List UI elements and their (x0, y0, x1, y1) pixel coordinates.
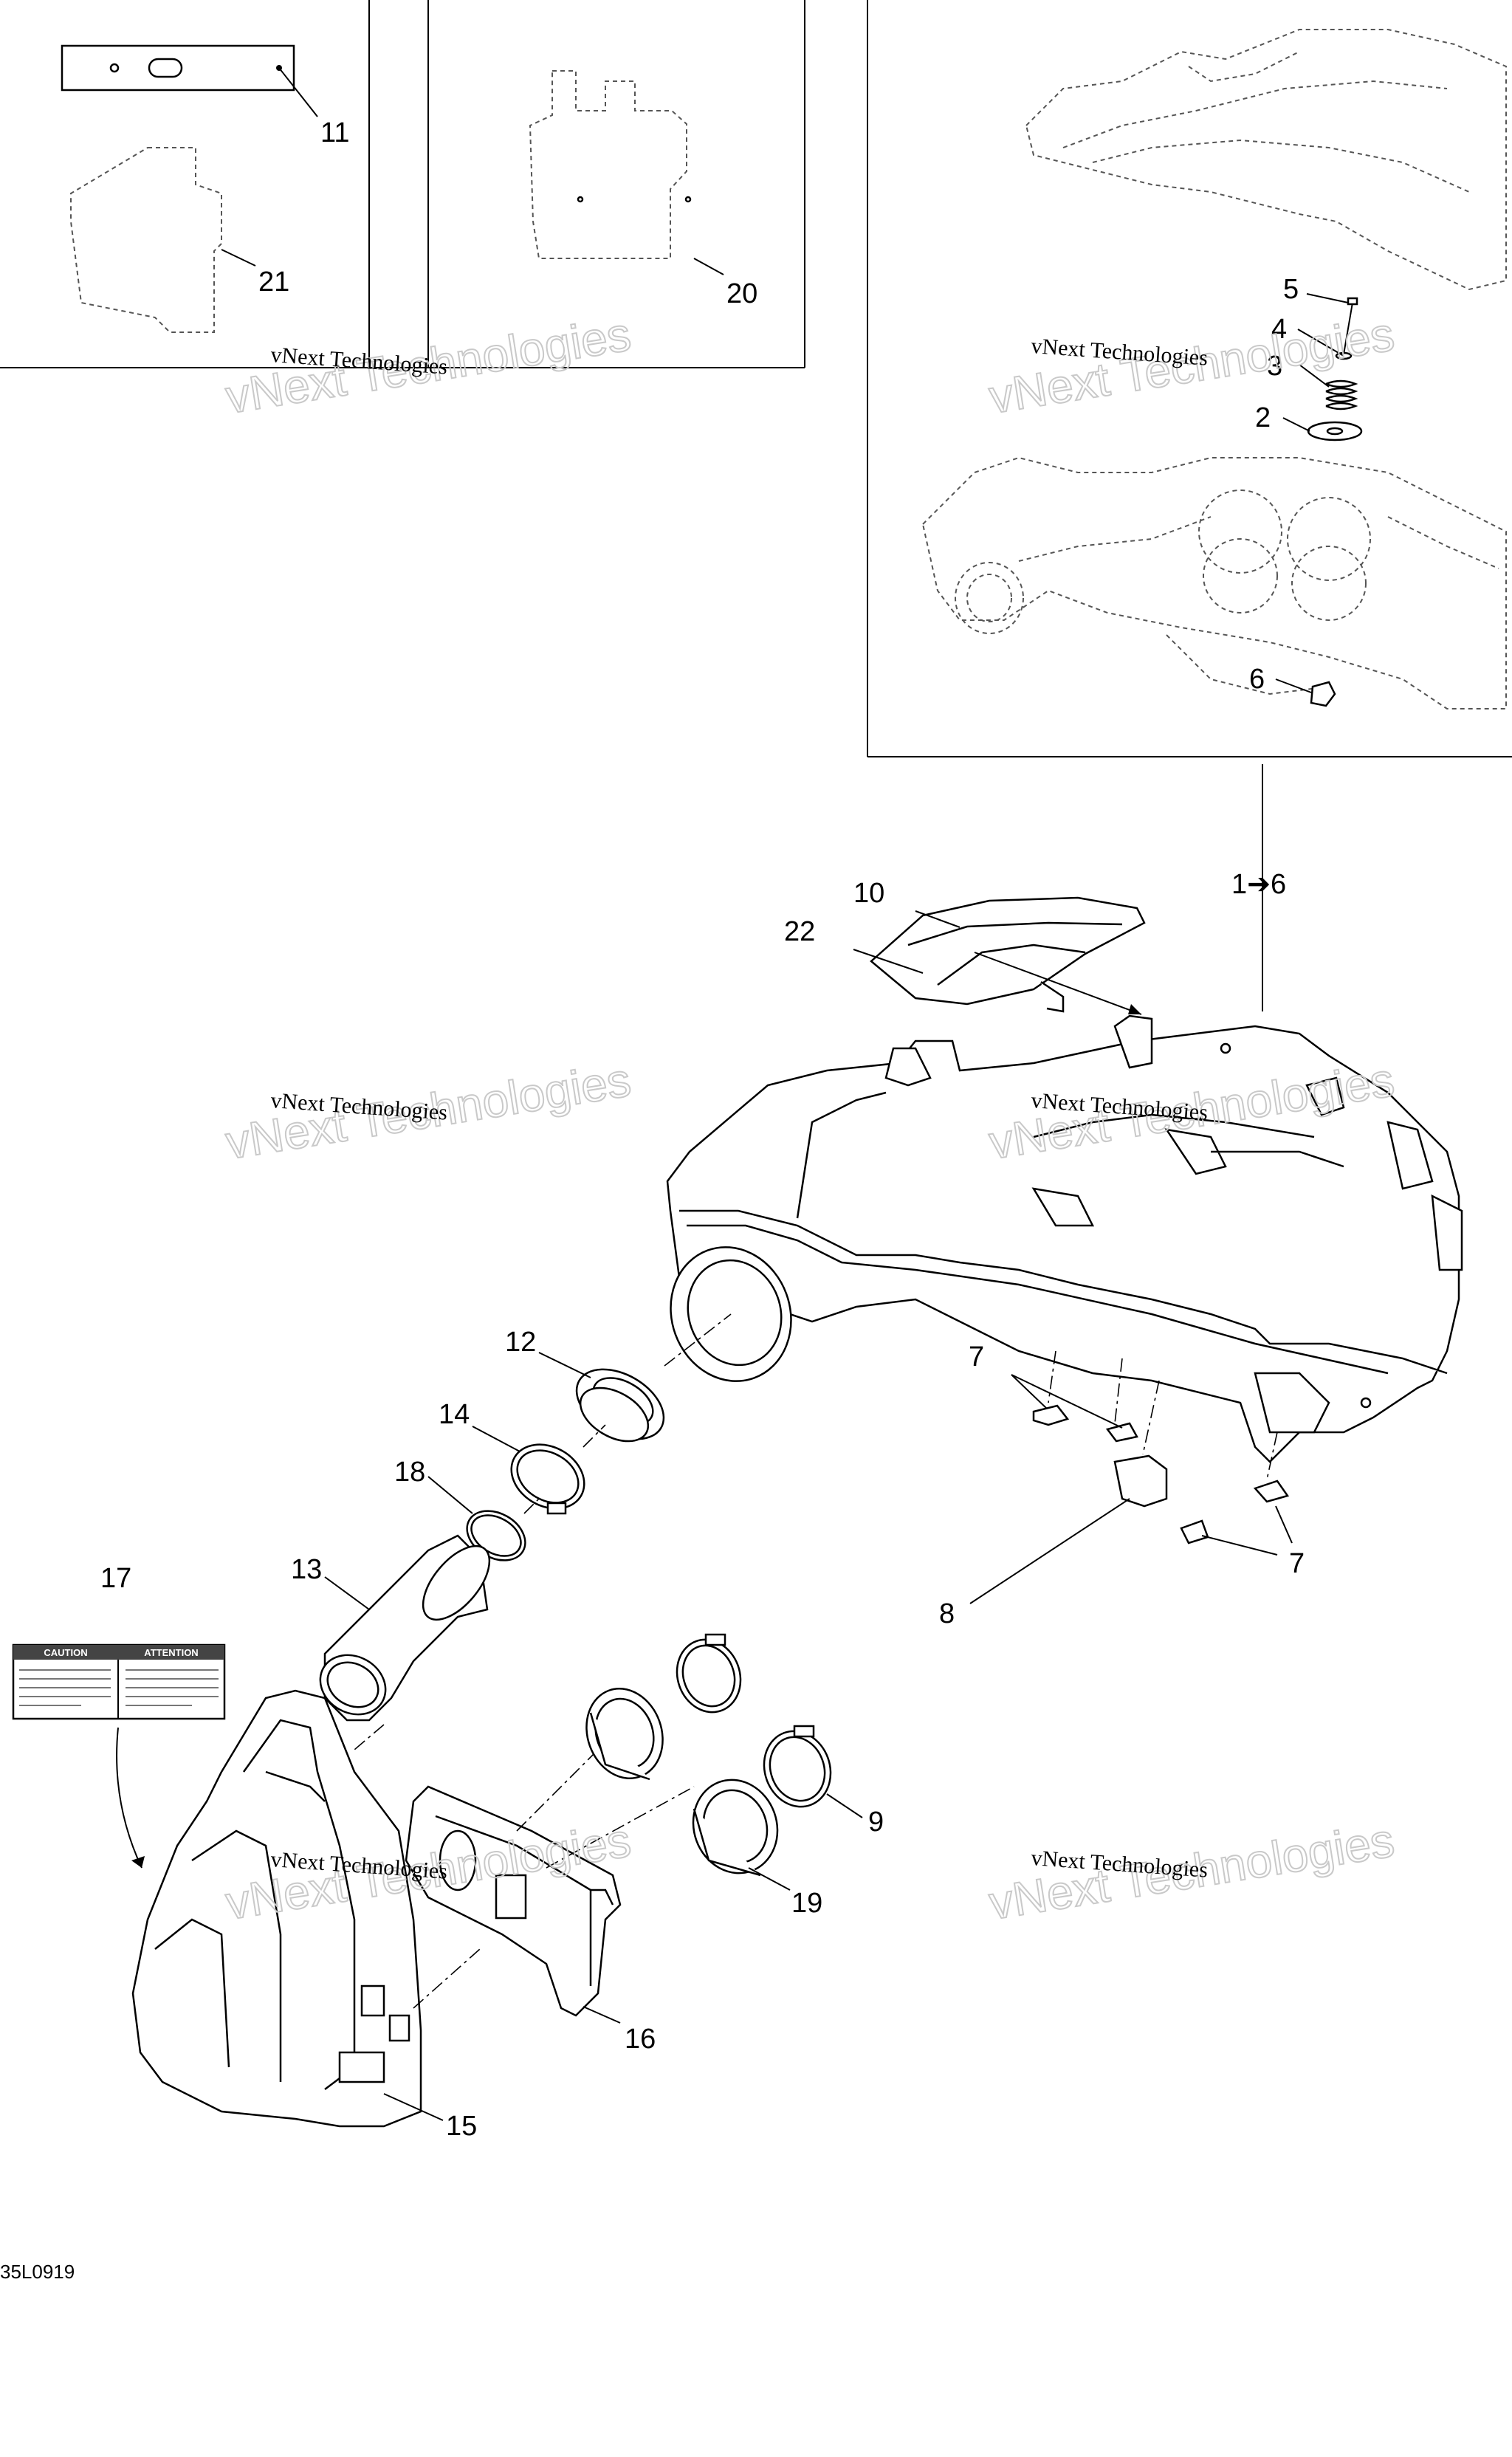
airbox-bottom-view (921, 456, 1507, 709)
decal-attention-label: ATTENTION (144, 1647, 198, 1658)
callout-22: 22 (784, 916, 815, 947)
part-20-pad (529, 70, 724, 275)
top-right-frame (867, 0, 1512, 757)
callout-6: 6 (1249, 664, 1265, 695)
callout-20: 20 (726, 278, 757, 309)
callout-19: 19 (791, 1888, 822, 1919)
callout-11: 11 (320, 117, 349, 148)
callout-5: 5 (1283, 274, 1299, 305)
part-9-clamps (676, 1633, 863, 1818)
callout-21: 21 (258, 267, 289, 298)
hardware-2-5 (1282, 293, 1363, 441)
callout-14: 14 (439, 1399, 470, 1430)
part-16-frame (405, 1742, 695, 2024)
callout-9: 9 (868, 1807, 884, 1838)
part-13-duct (319, 1534, 491, 1750)
part-10-cover (853, 896, 1146, 1015)
callout-17: 17 (100, 1563, 131, 1594)
part-12-seal (538, 1313, 732, 1443)
callout-4: 4 (1271, 314, 1287, 345)
callout-1-6: 1➔6 (1231, 869, 1286, 900)
callout-18: 18 (394, 1457, 425, 1488)
callout-2: 2 (1255, 402, 1271, 433)
callout-labels: 1➔6 2 3 4 5 6 7 7 8 9 10 11 12 13 14 15 … (100, 117, 1305, 2142)
decal-caution-label: CAUTION (44, 1647, 87, 1658)
top-left-frames (0, 0, 805, 368)
part-17-decal: CAUTION ATTENTION (12, 1643, 226, 1869)
callout-7-lower: 7 (1289, 1548, 1305, 1579)
part-19-sleeves (585, 1688, 791, 1891)
callout-7-upper: 7 (969, 1341, 984, 1372)
callout-10: 10 (853, 878, 884, 909)
part-15-cover (131, 1689, 481, 2128)
callout-8: 8 (939, 1598, 955, 1629)
parts-7-8 (969, 1350, 1293, 1604)
part-6-nut (1275, 678, 1336, 707)
callout-3: 3 (1267, 351, 1282, 382)
part-11-decal (61, 44, 318, 117)
main-airbox (666, 1014, 1463, 1463)
part-14-clamp (472, 1424, 606, 1515)
callout-16: 16 (625, 2024, 656, 2055)
callout-15: 15 (446, 2111, 477, 2142)
part-21-pad (70, 147, 256, 333)
callout-13: 13 (291, 1554, 322, 1585)
airbox-top-view (1025, 29, 1507, 291)
diagram-code: 35L0919 (0, 2261, 75, 2283)
callout-12: 12 (505, 1327, 536, 1358)
